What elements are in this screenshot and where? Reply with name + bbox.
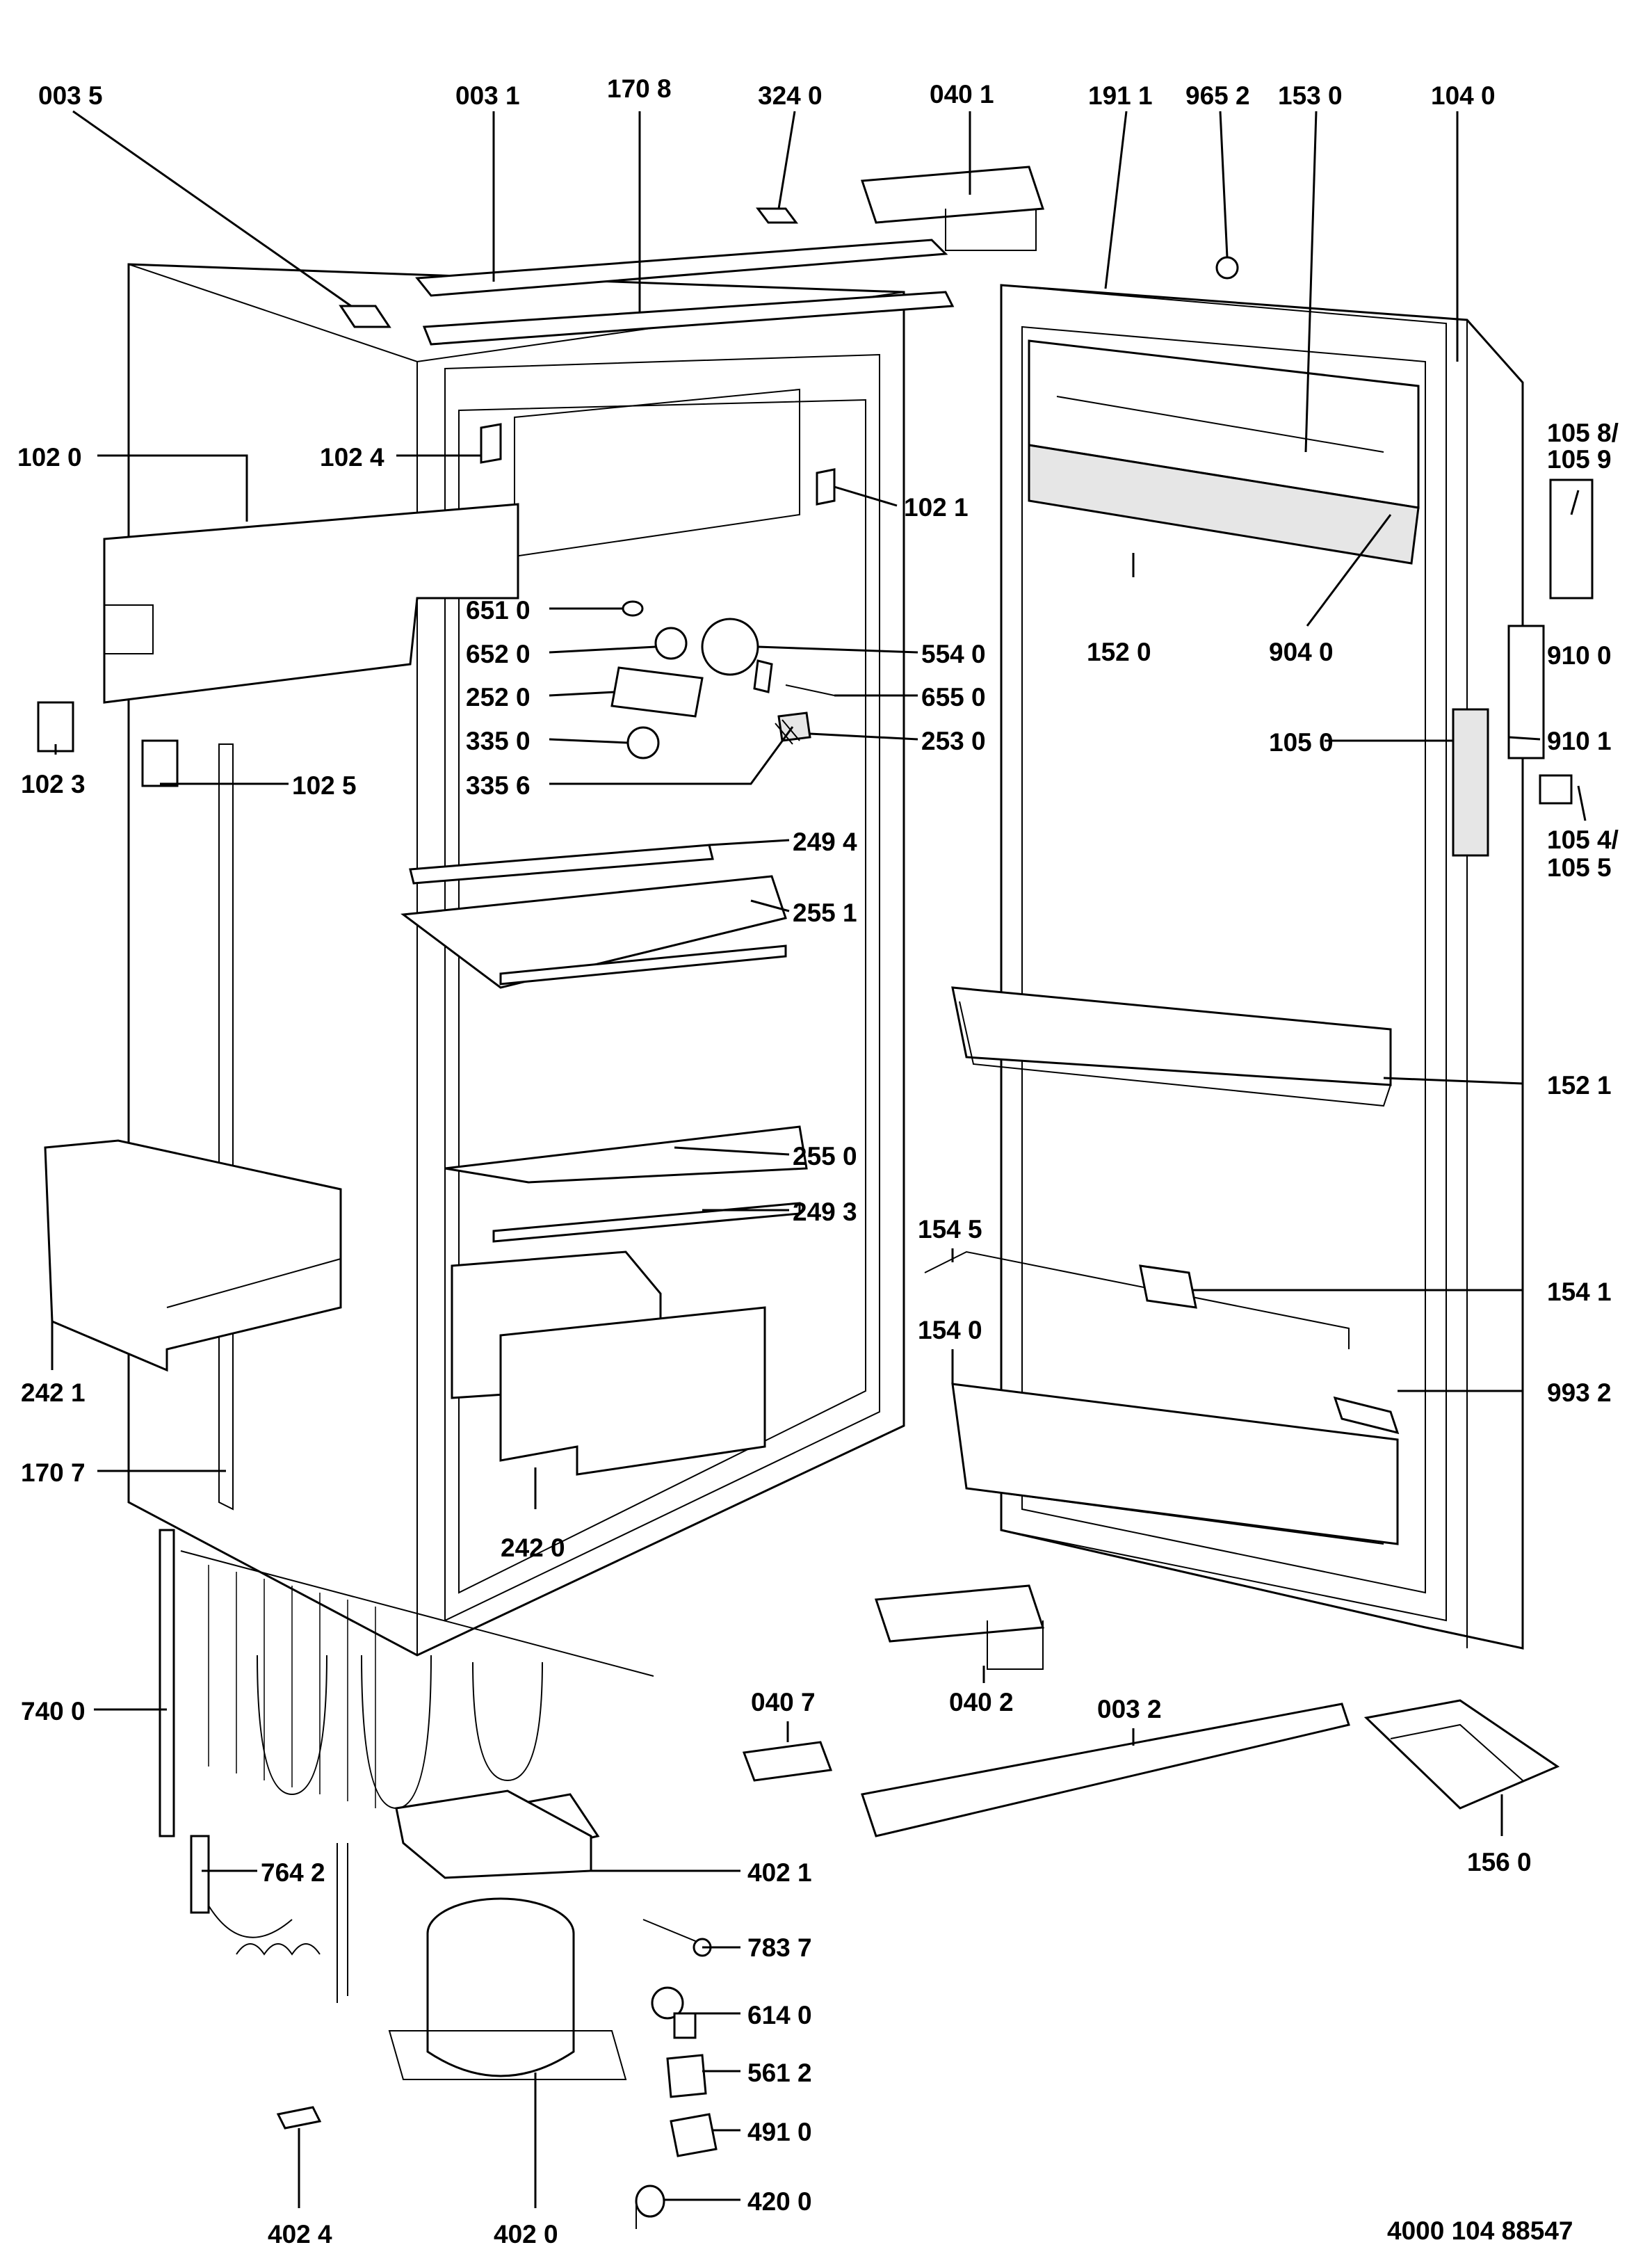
label-242-0: 242 0 (501, 1534, 565, 1562)
label-102-1: 102 1 (904, 493, 969, 522)
label-554-0: 554 0 (921, 640, 986, 668)
label-105-9: 105 9 (1547, 445, 1612, 474)
label-105-0: 105 0 (1269, 728, 1334, 757)
label-105-8: 105 8/ (1547, 419, 1619, 447)
label-614-0: 614 0 (747, 2001, 812, 2029)
label-153-0: 153 0 (1278, 81, 1343, 110)
label-191-1: 191 1 (1088, 81, 1153, 110)
label-324-0: 324 0 (758, 81, 823, 110)
label-965-2: 965 2 (1185, 81, 1250, 110)
label-156-0: 156 0 (1467, 1848, 1532, 1876)
label-655-0: 655 0 (921, 683, 986, 711)
label-253-0: 253 0 (921, 727, 986, 755)
label-102-5: 102 5 (292, 771, 357, 800)
label-105-4: 105 4/ (1547, 826, 1619, 854)
label-040-7: 040 7 (751, 1688, 816, 1716)
label-040-2: 040 2 (949, 1688, 1014, 1716)
label-252-0: 252 0 (466, 683, 531, 711)
label-910-0: 910 0 (1547, 641, 1612, 670)
label-003-2: 003 2 (1097, 1695, 1162, 1723)
label-152-0: 152 0 (1087, 638, 1151, 666)
label-402-1: 402 1 (747, 1858, 812, 1887)
label-652-0: 652 0 (466, 640, 531, 668)
label-170-7: 170 7 (21, 1458, 86, 1487)
label-910-1: 910 1 (1547, 727, 1612, 755)
label-783-7: 783 7 (747, 1933, 812, 1962)
label-170-8: 170 8 (607, 74, 672, 103)
label-242-1: 242 1 (21, 1378, 86, 1407)
label-255-1: 255 1 (793, 899, 857, 927)
label-102-3: 102 3 (21, 770, 86, 798)
drawing-number: 4000 104 88547 (1387, 2216, 1573, 2245)
label-491-0: 491 0 (747, 2118, 812, 2146)
label-154-0: 154 0 (918, 1316, 982, 1344)
label-402-0: 402 0 (494, 2220, 558, 2245)
label-003-5: 003 5 (38, 81, 103, 110)
label-993-2: 993 2 (1547, 1378, 1612, 1407)
label-154-5: 154 5 (918, 1215, 982, 1244)
label-255-0: 255 0 (793, 1142, 857, 1170)
loose-parts-drawing (37, 207, 1560, 2229)
label-040-1: 040 1 (930, 80, 994, 108)
label-420-0: 420 0 (747, 2187, 812, 2216)
label-154-1: 154 1 (1547, 1278, 1612, 1306)
label-249-3: 249 3 (793, 1198, 857, 1226)
label-335-6: 335 6 (466, 771, 531, 800)
label-764-2: 764 2 (261, 1858, 325, 1887)
door-drawing (860, 166, 1594, 1670)
label-249-4: 249 4 (793, 828, 857, 856)
label-102-0: 102 0 (17, 443, 82, 472)
label-335-0: 335 0 (466, 727, 531, 755)
label-102-4: 102 4 (320, 443, 384, 472)
label-402-4: 402 4 (268, 2220, 332, 2245)
label-105-5: 105 5 (1547, 853, 1612, 882)
part-labels: 003 5 003 1 170 8 324 0 040 1 191 1 965 … (17, 74, 1619, 2245)
label-152-1: 152 1 (1547, 1071, 1612, 1100)
label-904-0: 904 0 (1269, 638, 1334, 666)
label-740-0: 740 0 (21, 1697, 86, 1725)
label-561-2: 561 2 (747, 2059, 812, 2087)
label-003-1: 003 1 (455, 81, 520, 110)
label-104-0: 104 0 (1431, 81, 1496, 110)
leader-lines (51, 110, 1587, 2208)
label-651-0: 651 0 (466, 596, 531, 625)
